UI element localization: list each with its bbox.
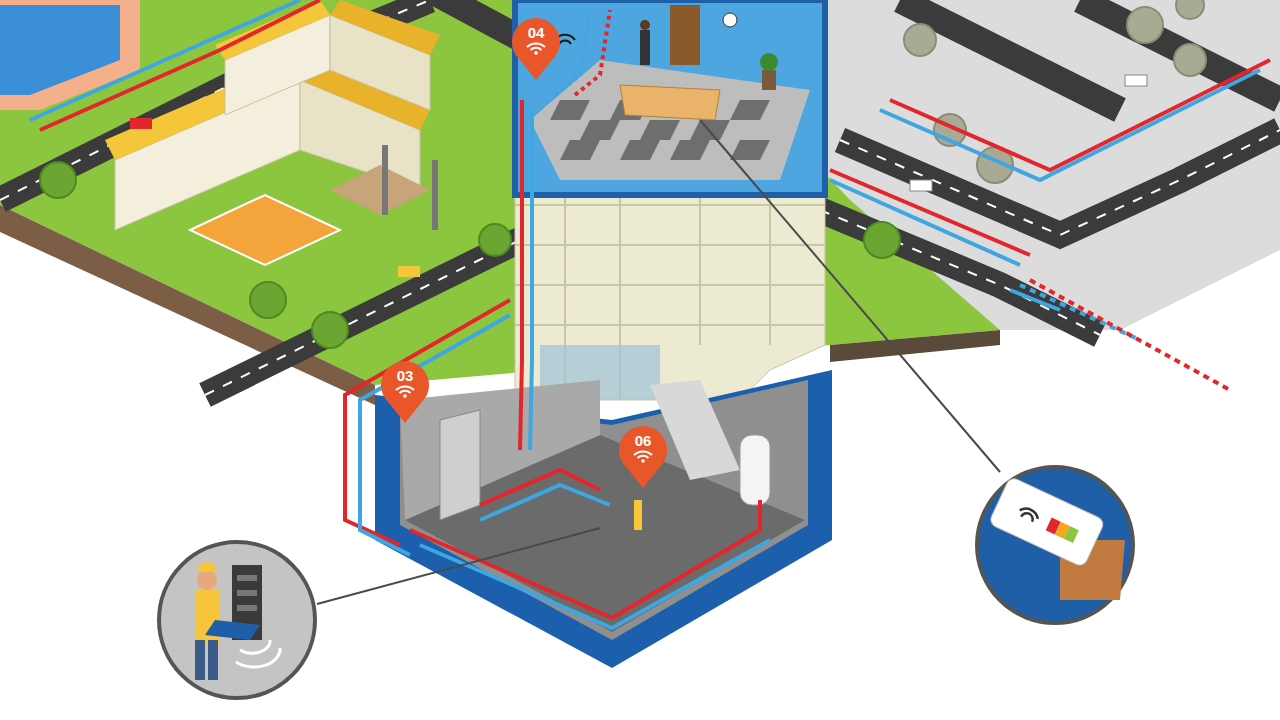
grass-ground: [0, 0, 1000, 385]
callout-number: 03: [379, 359, 431, 383]
gate: [382, 145, 388, 215]
callout-number: 06: [617, 424, 669, 448]
callout-pin: 06: [617, 424, 669, 490]
playground: [330, 165, 430, 215]
school-building: [105, 0, 440, 230]
car: [1125, 75, 1147, 86]
trees-grey: [904, 0, 1206, 183]
callout-pin: 04: [510, 16, 562, 82]
outgoing-pipes: [1020, 280, 1230, 390]
building-pipes: [345, 10, 770, 628]
pool: [0, 5, 120, 95]
callout-number: 04: [510, 16, 562, 40]
detail-circle: [159, 542, 315, 698]
detail-circle: [977, 467, 1133, 623]
callout-pin: 03: [379, 359, 431, 425]
car: [398, 266, 420, 277]
gate: [432, 160, 438, 230]
wifi-icon: [394, 384, 416, 398]
leader-line: [700, 120, 1000, 472]
leader-line: [317, 528, 600, 604]
wifi-icon: [525, 41, 547, 55]
car: [130, 118, 152, 129]
soil-edge: [830, 330, 1000, 362]
top-room: [515, 0, 825, 195]
car: [910, 180, 932, 191]
basketball-court: [190, 195, 340, 265]
basement: [375, 370, 832, 668]
wifi-icon: [632, 449, 654, 463]
